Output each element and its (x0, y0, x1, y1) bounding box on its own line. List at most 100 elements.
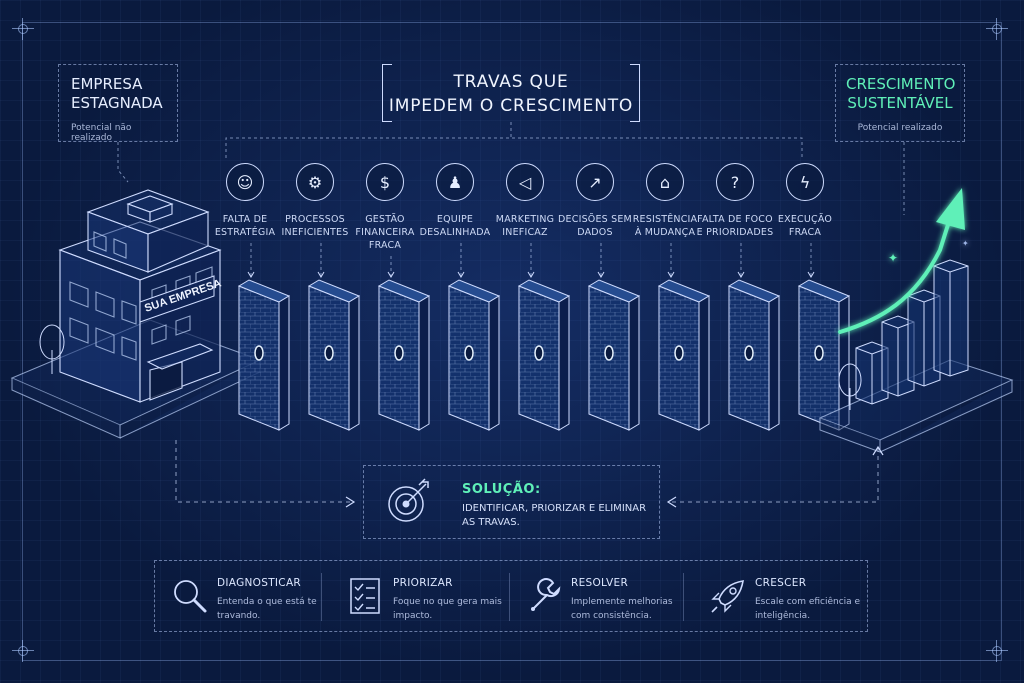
barrier-label-line: RESISTÊNCIA (632, 214, 698, 225)
solution-connectors (175, 440, 879, 503)
brick-wall (797, 279, 851, 431)
page-title: TRAVAS QUE IMPEDEM O CRESCIMENTO (382, 64, 640, 122)
title-line-1: TRAVAS QUE (453, 72, 569, 92)
barrier-drop-arrowhead (527, 271, 535, 278)
step-resolver: RESOLVER Implemente melhorias com consis… (509, 561, 689, 633)
barrier-label-line: EXECUÇÃO (777, 214, 833, 225)
barrier-label-line: DECISÕES SEM (558, 214, 632, 225)
barrier-drop-arrowhead (457, 271, 465, 278)
solution-text: IDENTIFICAR, PRIORIZAR E ELIMINAR AS TRA… (462, 503, 647, 528)
checklist-icon (350, 578, 380, 614)
brick-wall (517, 279, 571, 431)
barrier-drop-arrowhead (737, 271, 745, 278)
step-desc: Implemente melhorias com consistência. (571, 597, 673, 621)
svg-text:✦: ✦ (888, 251, 898, 265)
barrier-label-line: À MUDANÇA (634, 227, 696, 238)
lock-icon: ⌂ (646, 163, 684, 201)
brick-wall (587, 279, 641, 431)
barrier-label-line: INEFICAZ (502, 227, 548, 238)
step-divider (683, 573, 684, 621)
step-title: CRESCER (755, 577, 807, 589)
pipe-hole (604, 345, 614, 361)
corner-crosshair-bottom-left (12, 640, 34, 662)
barrier-label-line: FALTA DE FOCO (697, 214, 773, 225)
title-line-2: IMPEDEM O CRESCIMENTO (388, 96, 634, 116)
person-icon: ☺ (226, 163, 264, 201)
svg-text:✦: ✦ (962, 239, 969, 248)
barrier-label-line: ESTRATÉGIA (214, 227, 276, 238)
step-divider (321, 573, 322, 621)
team-icon: ♟ (436, 163, 474, 201)
gear-icon: ⚙ (296, 163, 334, 201)
growth-arrow: ✦ ✦ (838, 188, 969, 334)
pipe-hole (674, 345, 684, 361)
barrier-drop-arrowhead (807, 271, 815, 278)
question-icon: ? (716, 163, 754, 201)
barrier-drop-arrowhead (597, 271, 605, 278)
step-crescer: CRESCER Escale com eficiência e inteligê… (693, 561, 869, 633)
step-divider (509, 573, 510, 621)
action-steps-box: DIAGNOSTICAR Entenda o que está te trava… (154, 560, 868, 632)
sustainable-growth-box: CRESCIMENTO SUSTENTÁVEL Potencial realiz… (835, 64, 965, 142)
barrier-label: FALTA DE ESTRATÉGIA (199, 213, 291, 239)
pipe-hole (534, 345, 544, 361)
barrier-label-line: DADOS (577, 227, 613, 238)
barrier-label: MARKETING INEFICAZ (479, 213, 571, 239)
barrier-label-line: INEFICIENTES (281, 227, 349, 238)
corner-crosshair-top-right (986, 18, 1008, 40)
wrench-icon (531, 578, 561, 611)
step-title: RESOLVER (571, 577, 629, 589)
step-title: DIAGNOSTICAR (217, 577, 302, 589)
barrier-label: RESISTÊNCIA À MUDANÇA (619, 213, 711, 239)
barrier-drop-arrowhead (247, 271, 255, 278)
pipe-hole (464, 345, 474, 361)
barrier-label-line: GESTÃO (365, 214, 405, 225)
solution-title: SOLUÇÃO: (462, 482, 541, 497)
barrier-label: DECISÕES SEM DADOS (549, 213, 641, 239)
stagnant-title-1: EMPRESA (71, 75, 143, 93)
barrier-drop-arrowhead (667, 271, 675, 278)
blueprint-frame (22, 22, 1002, 661)
brick-wall (727, 279, 781, 431)
stagnant-subtitle: Potencial não realizado (71, 123, 132, 143)
brick-wall (377, 279, 431, 431)
barrier-label-line: PROCESSOS (285, 214, 345, 225)
target-icon (388, 478, 429, 522)
lightning-icon: ϟ (786, 163, 824, 201)
brick-wall (447, 279, 501, 431)
brick-wall (237, 279, 291, 431)
barrier-label-line: E PRIORIDADES (696, 227, 774, 238)
barrier-label: PROCESSOS INEFICIENTES (269, 213, 361, 239)
step-desc: Escale com eficiência e inteligência. (755, 597, 861, 621)
barrier-label-line: FINANCEIRA (355, 227, 415, 238)
barrier-drop-arrowhead (387, 271, 395, 278)
tree-right (838, 363, 862, 410)
growth-subtitle: Potencial realizado (857, 123, 943, 133)
barrier-label: GESTÃO FINANCEIRA FRACA (339, 213, 431, 252)
barrier-label-line: FRACA (368, 240, 402, 251)
solution-arrowheads (345, 445, 884, 508)
growth-title-2: SUSTENTÁVEL (847, 94, 953, 112)
growth-title-1: CRESCIMENTO (846, 75, 956, 93)
pipe-hole (324, 345, 334, 361)
step-title: PRIORIZAR (393, 577, 453, 589)
megaphone-icon: ◁ (506, 163, 544, 201)
barrier-label-line: MARKETING (495, 214, 555, 225)
step-diagnosticar: DIAGNOSTICAR Entenda o que está te trava… (155, 561, 325, 633)
dollar-icon: $ (366, 163, 404, 201)
barrier-label: FALTA DE FOCO E PRIORIDADES (689, 213, 781, 239)
tree-left (39, 324, 65, 374)
brick-wall (307, 279, 361, 431)
stagnant-title-2: ESTAGNADA (71, 94, 163, 112)
stagnant-company-box: EMPRESA ESTAGNADA Potencial não realizad… (58, 64, 178, 143)
pipe-hole (254, 345, 264, 361)
barrier-label: EXECUÇÃO FRACA (759, 213, 851, 239)
right-platform (818, 359, 1014, 453)
barrier-label-line: FRACA (788, 227, 822, 238)
rocket-icon (711, 580, 744, 613)
barrier-drop-arrowhead (317, 271, 325, 278)
barrier-label-line: FALTA DE (222, 214, 268, 225)
corner-crosshair-bottom-right (986, 640, 1008, 662)
corner-crosshair-top-left (12, 18, 34, 40)
